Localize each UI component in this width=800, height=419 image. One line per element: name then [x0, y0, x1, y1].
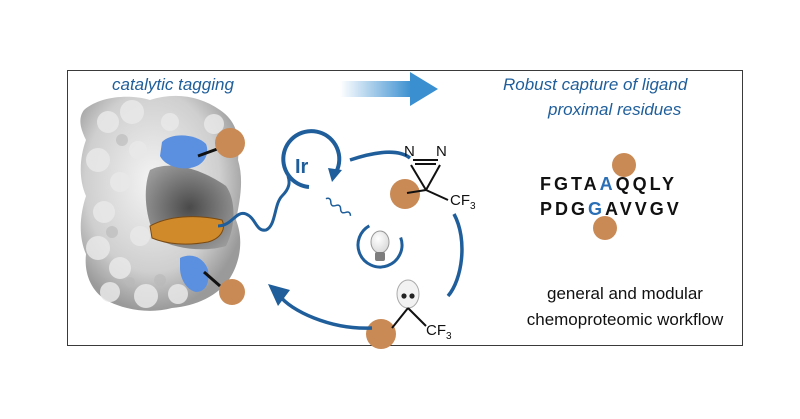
- diazirine-structure: [406, 159, 449, 201]
- diazirine-n2: N: [436, 143, 447, 160]
- protein-surface: [80, 95, 242, 311]
- carbene-dots: [401, 293, 407, 299]
- cf3-bottom-sub: 3: [446, 331, 452, 342]
- cf3-top-sub: 3: [470, 201, 476, 212]
- workflow-line2: chemoproteomic workflow: [526, 310, 724, 329]
- workflow-line1: general and modular: [547, 284, 703, 303]
- tag-beads: [215, 128, 636, 349]
- tag-bead: [612, 153, 636, 177]
- cf3-top-text: CF: [450, 192, 470, 209]
- tag-bead: [215, 128, 245, 158]
- cf3-bottom: CF3: [426, 322, 452, 342]
- diazirine-n1: N: [404, 143, 415, 160]
- tag-linker-top: [197, 146, 221, 158]
- catalyst-cycle-arrow: [281, 129, 342, 189]
- right-title-line2: proximal residues: [548, 100, 682, 119]
- gradient-arrow-icon: [340, 72, 438, 106]
- light-bulb-icon: [356, 221, 404, 269]
- catalyst-tether: [217, 175, 291, 232]
- seq1-highlight: A: [599, 174, 616, 194]
- sequence-row-1: FGTAAQQLY: [540, 174, 677, 195]
- light-wave: [325, 197, 352, 216]
- tag-linker-bottom: [203, 270, 221, 288]
- tag-bead: [366, 319, 396, 349]
- tag-bead: [593, 216, 617, 240]
- cycle-arrow-icon: [268, 284, 373, 330]
- seq2-after: AVVGV: [605, 199, 682, 219]
- sequence-row-2: PDGGAVVGV: [540, 199, 682, 220]
- seq2-before: PDG: [540, 199, 589, 219]
- seq1-after: QQLY: [615, 174, 678, 194]
- tag-bead: [390, 179, 420, 209]
- cycle-arc-right: [446, 213, 464, 298]
- carbene-structure: [391, 279, 427, 329]
- right-title-line1: Robust capture of ligand: [503, 75, 688, 94]
- seq1-before: FGTA: [540, 174, 600, 194]
- left-title: catalytic tagging: [112, 75, 234, 94]
- cf3-bottom-text: CF: [426, 322, 446, 339]
- tag-bead: [219, 279, 245, 305]
- cycle-arc-top: [349, 150, 412, 162]
- cf3-top: CF3: [450, 192, 476, 212]
- catalyst-label: Ir: [295, 156, 309, 178]
- seq2-highlight: G: [588, 199, 606, 219]
